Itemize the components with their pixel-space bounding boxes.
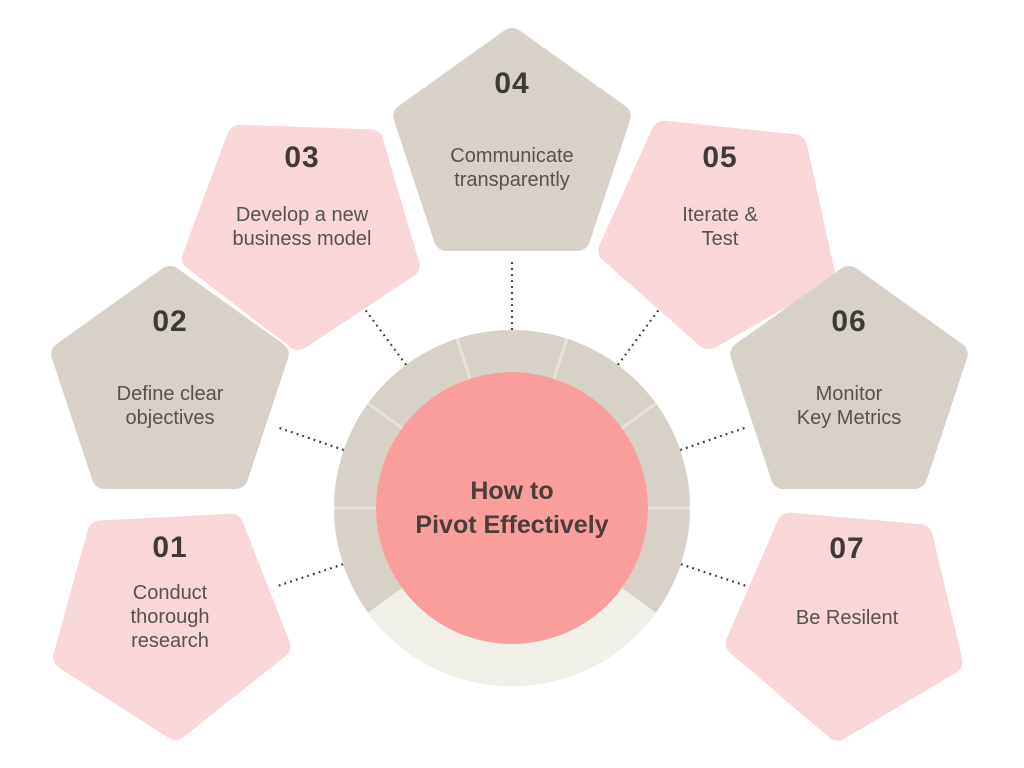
step-number: 05 bbox=[702, 141, 738, 174]
connector-03 bbox=[362, 306, 407, 366]
pentagon-shape bbox=[53, 513, 291, 740]
step-label: Iterate & Test bbox=[682, 204, 758, 250]
step-number: 03 bbox=[284, 141, 320, 174]
step-node-06: 06 Monitor Key Metrics bbox=[730, 266, 968, 502]
pentagon-shape bbox=[182, 124, 420, 350]
step-node-04: 04 Communicate transparently bbox=[393, 28, 631, 264]
diagram-title: How to Pivot Effectively bbox=[334, 330, 690, 686]
step-label: Conduct thorough research bbox=[130, 582, 210, 652]
step-label: Define clear objectives bbox=[116, 383, 224, 429]
diagram-title-line1: How to bbox=[470, 477, 554, 505]
step-node-02: 02 Define clear objectives bbox=[51, 266, 289, 502]
step-label: Be Resilent bbox=[795, 607, 899, 629]
step-label: Develop a new business model bbox=[232, 204, 372, 250]
connector-06 bbox=[679, 425, 749, 452]
pentagon-shape bbox=[725, 512, 963, 741]
connector-05 bbox=[617, 306, 662, 366]
step-label: Monitor Key Metrics bbox=[796, 383, 902, 429]
step-node-01: 01 Conduct thorough research bbox=[53, 504, 291, 740]
step-number: 06 bbox=[831, 305, 867, 338]
ring-dividers bbox=[334, 338, 690, 510]
step-node-03: 03 Develop a new business model bbox=[182, 114, 420, 350]
step-number: 07 bbox=[829, 532, 865, 565]
step-number: 02 bbox=[152, 305, 188, 338]
step-label: Communicate transparently bbox=[450, 145, 574, 191]
step-node-07: 07 Be Resilent bbox=[725, 505, 963, 741]
center-circle bbox=[376, 372, 648, 644]
pentagon-shape bbox=[598, 120, 835, 350]
ring-bottom-segment bbox=[368, 587, 656, 686]
pentagon-shape bbox=[393, 28, 631, 252]
pentagon-shape bbox=[51, 266, 289, 490]
diagram-title-line2: Pivot Effectively bbox=[415, 511, 609, 539]
step-node-05: 05 Iterate & Test bbox=[598, 114, 836, 350]
step-number: 04 bbox=[494, 67, 530, 100]
connector-02 bbox=[275, 425, 345, 452]
pentagon-shape bbox=[730, 266, 968, 490]
step-number: 01 bbox=[152, 531, 188, 564]
